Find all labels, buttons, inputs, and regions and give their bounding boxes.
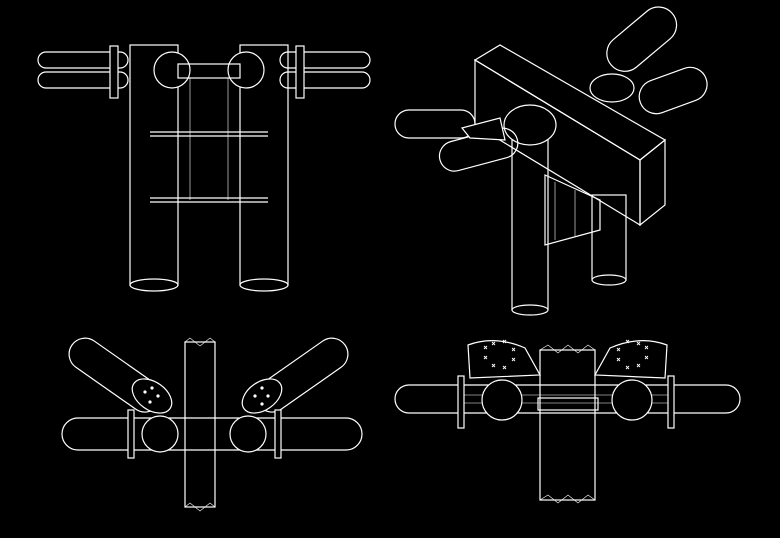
section4-left-ball [481, 379, 523, 421]
elevation-twin-column-view [37, 44, 371, 292]
left-horizontal-tube [394, 109, 476, 139]
left-node-ball [153, 51, 191, 89]
section3-left-ball [141, 415, 179, 453]
left-lower-tube [37, 71, 129, 89]
section4-vertical-plate [539, 349, 596, 501]
left-flange [109, 45, 119, 99]
right-upper-tube [279, 51, 371, 69]
upper-diagonal-tube [606, 6, 678, 72]
iso-node-ball [503, 104, 557, 146]
top-cross-beam [177, 63, 241, 79]
box-beam-end [639, 138, 666, 227]
left-gusset-plate [467, 340, 541, 379]
right-bolt-plate [241, 378, 283, 414]
main-column [511, 129, 549, 311]
left-upper-tube [37, 51, 129, 69]
isometric-node-view [394, 6, 708, 316]
right-node-ball [227, 51, 265, 89]
section-diagonal-braces-view [61, 337, 363, 512]
splice-plate [537, 397, 599, 411]
section-bolted-gussets-view [394, 339, 741, 504]
section4-right-ball [611, 379, 653, 421]
section4-horizontal-tube [394, 384, 741, 414]
left-bolt-pattern [483, 339, 516, 370]
section3-right-ball [229, 415, 267, 453]
rear-column [591, 194, 627, 281]
right-column-base [239, 278, 289, 292]
right-flange [295, 45, 305, 99]
section3-vertical-plate [184, 341, 216, 508]
right-gusset-plate [594, 340, 668, 379]
left-column-base [129, 278, 179, 292]
left-bolt-plate [131, 378, 173, 414]
iso-upper-ball [589, 73, 635, 103]
right-bolt-pattern [616, 339, 649, 370]
section3-horizontal-tube [61, 417, 363, 451]
gusset-plate [544, 174, 601, 246]
right-lower-tube [279, 71, 371, 89]
right-diagonal-tube [638, 66, 708, 115]
